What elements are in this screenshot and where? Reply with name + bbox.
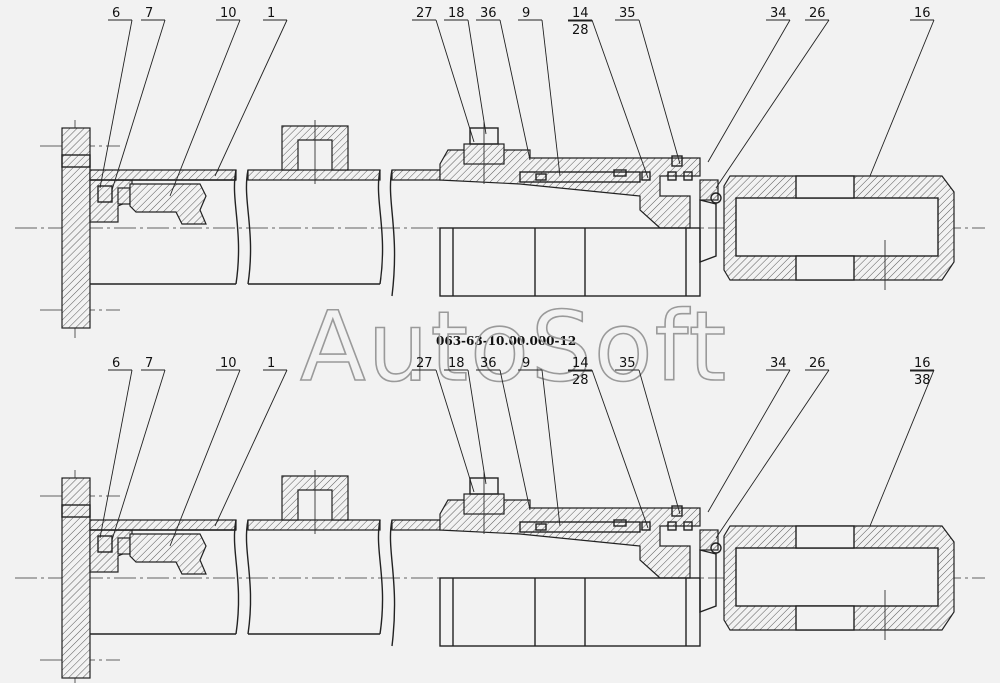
callout-leader bbox=[869, 19, 935, 177]
break-line-3 bbox=[377, 169, 384, 285]
callout-leader bbox=[715, 369, 830, 539]
callout-label-6: 6 bbox=[112, 356, 120, 371]
callout-label-16: 16 bbox=[914, 356, 931, 371]
callout-label-34: 34 bbox=[770, 6, 787, 21]
seal-36 bbox=[535, 173, 547, 181]
callout-label-10: 10 bbox=[220, 356, 237, 371]
callout-label-35: 35 bbox=[619, 356, 636, 371]
callout-label-14: 14 bbox=[572, 356, 589, 371]
callout-leader bbox=[99, 19, 133, 189]
barrel-wall-mid bbox=[247, 169, 381, 181]
callout-label-36: 36 bbox=[480, 6, 497, 21]
callout-labels: 6 7 10 1 27 18 36 9 14 35 34 26 16 28 6 7 10 1 27 18 36 9 14 35… bbox=[99, 6, 935, 547]
seal-35b bbox=[683, 171, 693, 181]
callout-leader bbox=[169, 19, 241, 197]
callout-label-35: 35 bbox=[619, 6, 636, 21]
callout-label-1: 1 bbox=[267, 356, 275, 371]
gland-housing bbox=[439, 149, 701, 229]
callout-leader bbox=[499, 19, 531, 161]
flange-plate bbox=[61, 127, 91, 329]
callout-label-6: 6 bbox=[112, 6, 120, 21]
callout-label-27: 27 bbox=[416, 356, 433, 371]
guide-sleeve bbox=[519, 171, 641, 183]
callout-leader bbox=[591, 19, 649, 179]
callout-label-36: 36 bbox=[480, 356, 497, 371]
cylinder-section-view-bottom bbox=[14, 469, 986, 683]
piston bbox=[129, 183, 207, 225]
callout-leader bbox=[214, 369, 288, 527]
rod-eye-bore bbox=[735, 197, 939, 257]
rod-eye-lug-b bbox=[795, 255, 855, 281]
callout-leader bbox=[707, 19, 791, 163]
seal-extra bbox=[613, 169, 627, 177]
callout-leader bbox=[541, 369, 561, 527]
callout-sublabel-38: 38 bbox=[914, 373, 931, 388]
callout-leader bbox=[111, 369, 166, 541]
break-line-1 bbox=[233, 169, 240, 285]
break-line-2 bbox=[245, 169, 252, 285]
callout-label-9: 9 bbox=[522, 6, 530, 21]
callout-label-7: 7 bbox=[145, 6, 153, 21]
callout-leader bbox=[541, 19, 561, 177]
screw-plug bbox=[671, 155, 683, 167]
callout-leader bbox=[591, 369, 649, 529]
barrel-wall-right bbox=[391, 169, 441, 181]
callout-leader bbox=[869, 369, 935, 527]
flange-slot bbox=[61, 154, 91, 168]
callout-leader bbox=[707, 369, 791, 513]
callout-leader bbox=[435, 19, 475, 143]
callout-leader bbox=[169, 369, 241, 547]
callout-label-14: 14 bbox=[572, 6, 589, 21]
drawing-code: 063-63-10.00.000-12 bbox=[436, 334, 576, 348]
callout-label-34: 34 bbox=[770, 356, 787, 371]
callout-sublabel-28: 28 bbox=[572, 373, 589, 388]
cap-nut bbox=[97, 185, 113, 203]
callout-label-10: 10 bbox=[220, 6, 237, 21]
watermark: AutoSoft bbox=[300, 291, 728, 403]
wiper-orings bbox=[710, 192, 722, 204]
callout-leader bbox=[467, 369, 487, 485]
port-boss bbox=[281, 125, 349, 171]
rod-neck bbox=[699, 199, 717, 264]
callout-label-1: 1 bbox=[267, 6, 275, 21]
callout-label-7: 7 bbox=[145, 356, 153, 371]
lock-ring bbox=[117, 187, 131, 205]
rod-body-lower bbox=[439, 227, 701, 297]
callout-label-16: 16 bbox=[914, 6, 931, 21]
callout-leader bbox=[715, 19, 830, 189]
callout-leader bbox=[435, 369, 475, 493]
barrel-wall-left bbox=[89, 169, 237, 181]
callout-leader bbox=[99, 369, 133, 539]
callout-leader bbox=[214, 19, 288, 177]
callout-label-18: 18 bbox=[448, 6, 465, 21]
cylinder-section-view-top bbox=[15, 120, 985, 338]
callout-label-18: 18 bbox=[448, 356, 465, 371]
seal-35 bbox=[667, 171, 677, 181]
callout-label-9: 9 bbox=[522, 356, 530, 371]
callout-leader bbox=[638, 369, 681, 515]
rod-eye-lug-a bbox=[795, 175, 855, 199]
callout-leader bbox=[499, 369, 531, 511]
callout-sublabel-28: 28 bbox=[572, 23, 589, 38]
callout-label-26: 26 bbox=[809, 6, 826, 21]
callout-label-26: 26 bbox=[809, 356, 826, 371]
callout-leader bbox=[638, 19, 681, 165]
callout-leader bbox=[111, 19, 166, 191]
break-line-4 bbox=[389, 169, 396, 297]
callout-label-27: 27 bbox=[416, 6, 433, 21]
callout-leader bbox=[467, 19, 487, 135]
wiper-ring bbox=[699, 179, 719, 201]
